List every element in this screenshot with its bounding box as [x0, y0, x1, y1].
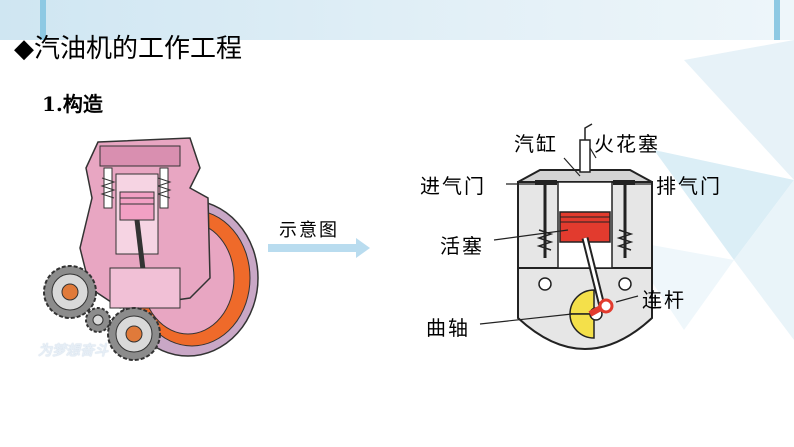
watermark-logo: 为梦想奋斗	[38, 343, 108, 359]
banner-accent-left	[40, 0, 46, 40]
label-connecting-rod: 连杆	[642, 288, 686, 312]
label-cylinder: 汽缸	[514, 132, 558, 156]
page-title: ◆汽油机的工作工程	[14, 28, 242, 65]
page-title-text: 汽油机的工作工程	[34, 34, 243, 64]
diamond-bullet-icon: ◆	[14, 34, 34, 64]
label-piston: 活塞	[440, 234, 484, 258]
label-intake-valve: 进气门	[420, 174, 486, 198]
banner-accent-right	[774, 0, 780, 40]
top-banner	[0, 0, 794, 40]
gear-left	[43, 265, 97, 319]
label-spark-plug: 火花塞	[594, 132, 660, 156]
label-exhaust-valve: 排气门	[656, 174, 722, 198]
diagram-caption: 示意图	[279, 220, 339, 241]
engine-schematic	[479, 123, 653, 350]
section-title: 1.构造	[42, 92, 103, 116]
gear-small	[85, 307, 111, 333]
gear-bottom	[107, 307, 161, 361]
label-crankshaft: 曲轴	[426, 316, 470, 340]
caption-arrow	[268, 238, 370, 258]
engine-cutaway-illustration	[43, 137, 259, 361]
background-decoration	[624, 40, 794, 340]
